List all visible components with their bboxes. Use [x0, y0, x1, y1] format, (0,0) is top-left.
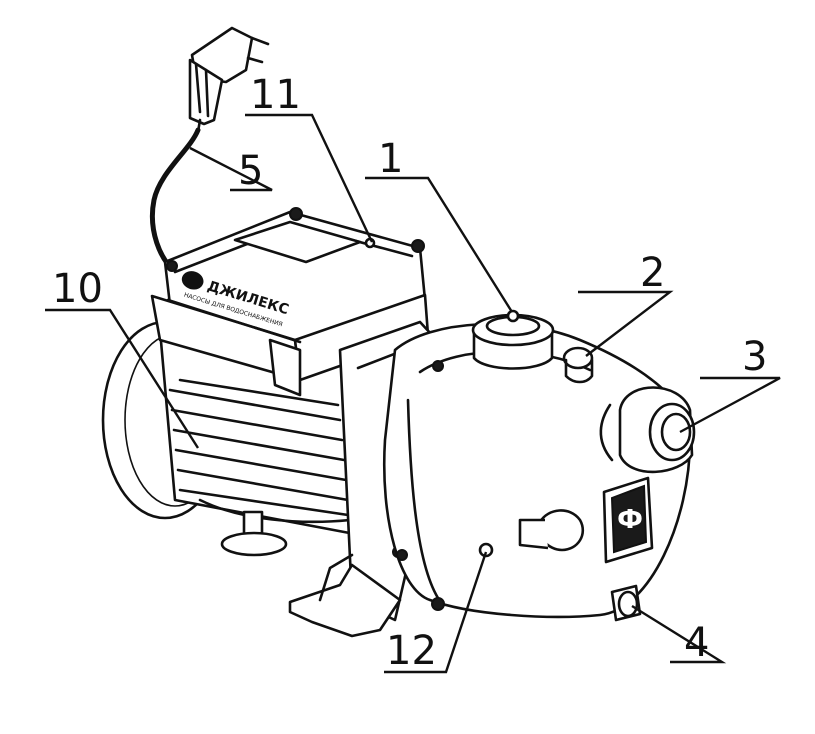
filler-plug — [471, 309, 555, 370]
pump-base — [288, 553, 402, 638]
callout-2: 2 — [640, 250, 665, 296]
terminal-box — [150, 207, 430, 397]
outlet-port — [599, 386, 696, 474]
callout-10: 10 — [52, 266, 103, 312]
vent-valve — [562, 346, 594, 384]
drain-plug — [610, 584, 642, 622]
casing-emblem: Ф — [602, 476, 654, 564]
callout-1: 1 — [378, 136, 403, 182]
callout-12: 12 — [386, 628, 437, 674]
callout-3: 3 — [742, 334, 767, 380]
callout-4: 4 — [684, 620, 709, 666]
callout-5: 5 — [238, 148, 263, 194]
power-cord — [149, 127, 201, 275]
leader-lines — [45, 113, 781, 674]
power-plug — [188, 26, 270, 134]
callout-labels: 1 2 3 4 5 10 11 12 — [52, 72, 767, 674]
svg-text:Ф: Ф — [617, 505, 643, 535]
callout-11: 11 — [250, 72, 301, 118]
adjustable-foot — [220, 510, 288, 557]
